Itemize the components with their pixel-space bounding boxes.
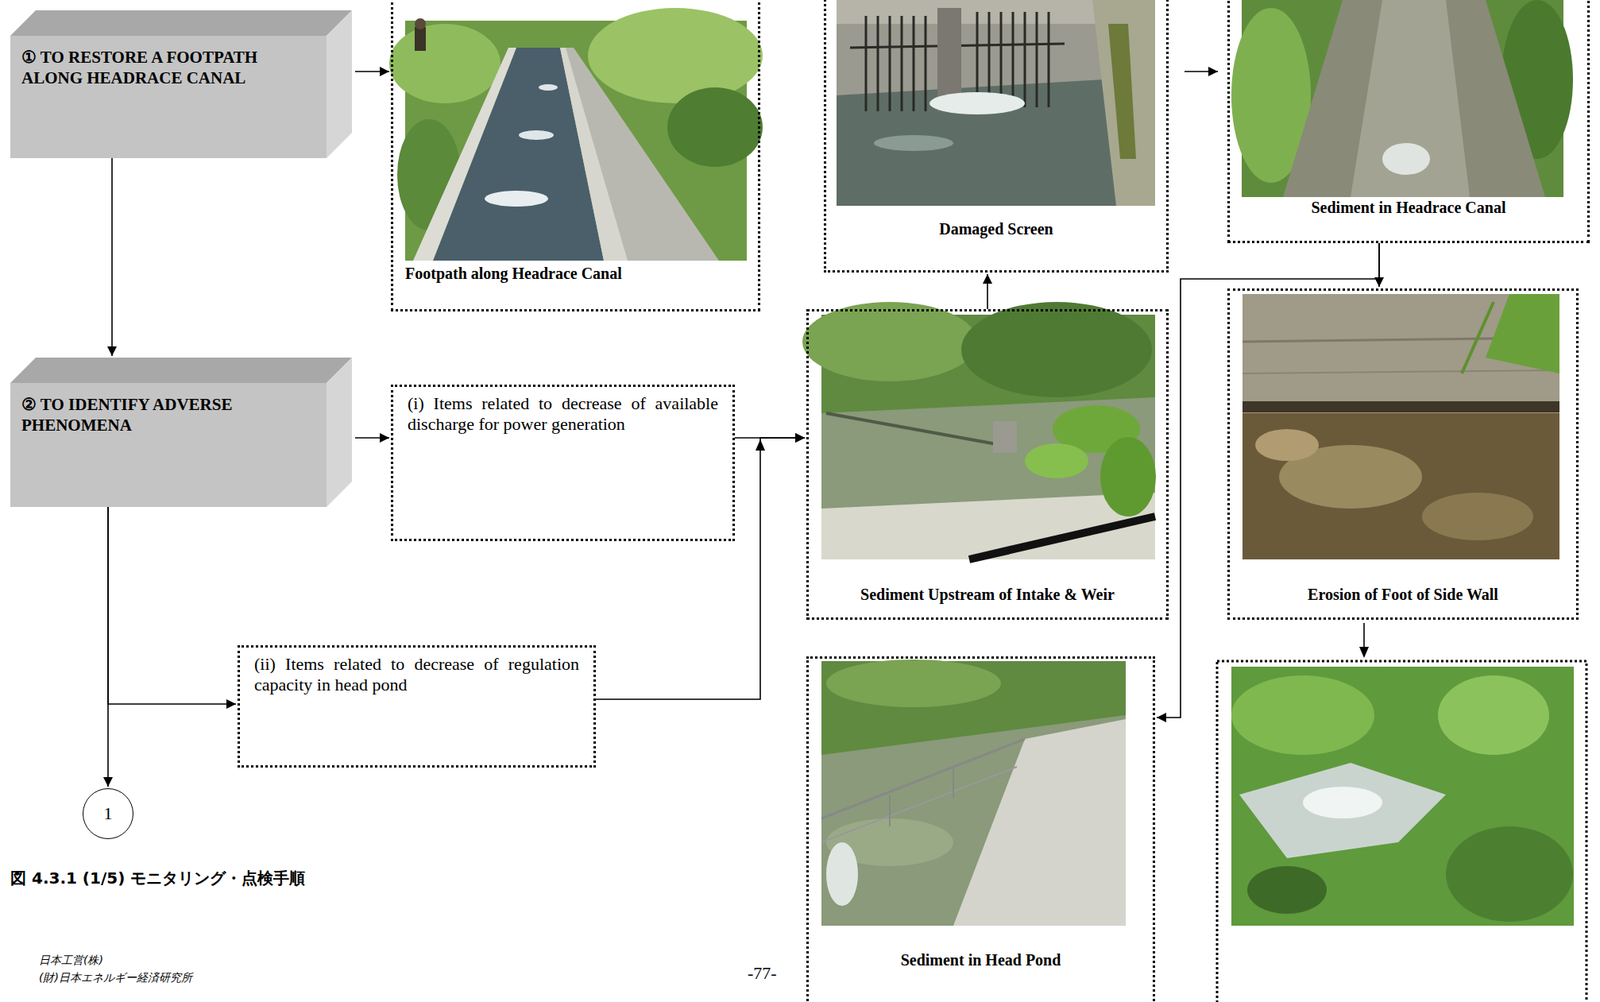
intake-sediment-photo: [802, 301, 1156, 560]
photo-box: Footpath along Headrace Canal: [390, 0, 761, 312]
flow-arrow: [1156, 243, 1380, 718]
photo-box: Sediment in Head Pond: [806, 656, 1156, 1002]
footer-text: 日本工営(株): [38, 953, 104, 968]
flow-arrow: [986, 274, 989, 310]
box-top-face: [10, 10, 352, 36]
flow-arrow: [108, 506, 236, 704]
photo-box: Erosion of Foot of Side Wall: [1227, 288, 1579, 620]
photo-caption: Erosion of Foot of Side Wall: [1307, 584, 1499, 604]
photo-box: Sediment in Headrace Canal: [1227, 0, 1590, 244]
unnamed-photo-box: [1217, 660, 1587, 1002]
page-number: -77-: [747, 962, 777, 984]
box-text: (i) Items related to decrease of availab…: [407, 393, 719, 435]
flow-arrow: [111, 158, 113, 356]
head-pond-photo: [821, 659, 1126, 926]
photo-caption: Sediment in Head Pond: [900, 950, 1062, 970]
footer-text: (財)日本エネルギー経済研究所: [38, 970, 193, 986]
footpath-photo: [389, 7, 763, 261]
flow-arrow: [107, 506, 109, 787]
photo-caption: Sediment in Headrace Canal: [1311, 197, 1507, 217]
flow-arrow: [355, 436, 390, 439]
box-side-face: [326, 10, 352, 159]
leader-arrow: [1359, 622, 1369, 658]
photo-box: Sediment Upstream of Intake & Weir: [806, 309, 1169, 620]
step-box: ② TO IDENTIFY ADVERSE PHENOMENA: [10, 382, 327, 507]
flow-arrow: [1184, 70, 1218, 73]
damaged-screen-photo: [836, 0, 1156, 206]
step-box: ① TO RESTORE A FOOTPATH ALONG HEADRACE C…: [10, 35, 327, 159]
erosion-photo: [1242, 293, 1560, 560]
item-box: (i) Items related to decrease of availab…: [390, 384, 735, 542]
connector-circle: 1: [82, 788, 134, 839]
photo-caption: Sediment Upstream of Intake & Weir: [860, 584, 1115, 604]
figure-caption: 図 4.3.1 (1/5) モニタリング・点検手順: [10, 867, 306, 889]
box-side-face: [326, 357, 352, 507]
photo-caption: Damaged Screen: [939, 219, 1054, 239]
box-top-face: [10, 357, 352, 383]
connector-number: 1: [104, 803, 113, 824]
flow-arrow: [355, 70, 390, 73]
item-box: (ii) Items related to decrease of regula…: [237, 645, 596, 768]
junction-arrowhead: [755, 439, 766, 451]
box-text: (ii) Items related to decrease of regula…: [254, 653, 580, 696]
box-text: ② TO IDENTIFY ADVERSE PHENOMENA: [21, 394, 300, 437]
box-text: ① TO RESTORE A FOOTPATH ALONG HEADRACE C…: [21, 46, 300, 89]
photo-caption: Footpath along Headrace Canal: [405, 263, 623, 283]
photo-box: Damaged Screen: [823, 0, 1169, 273]
headrace-sediment-photo: [1231, 0, 1573, 198]
